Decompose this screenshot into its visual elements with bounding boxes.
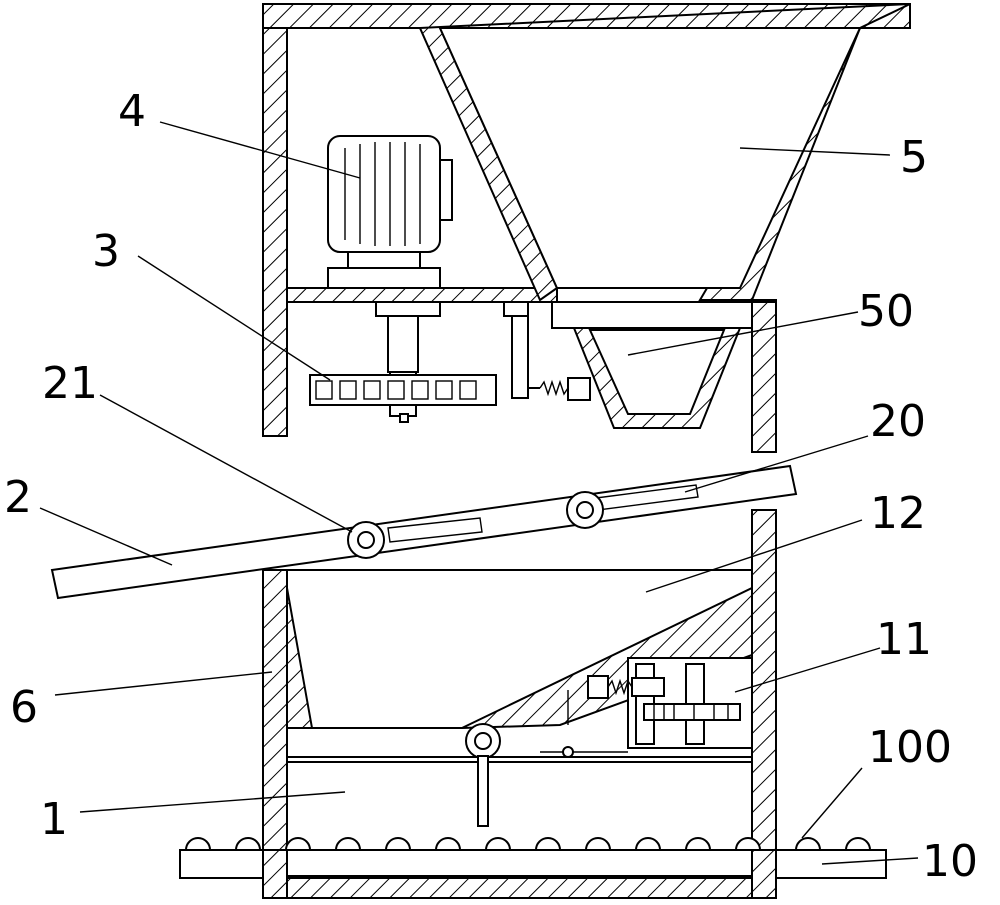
label-gear-rack: 3	[92, 226, 120, 277]
label-motor: 4	[118, 86, 146, 137]
label-slot: 20	[870, 396, 926, 447]
label-conveyor: 10	[922, 836, 978, 887]
label-roller-axis: 21	[42, 358, 98, 409]
lower-housing	[262, 509, 777, 899]
reference-labels: 4 5 3 50 21 20 2 12 11 6 1 100 10	[4, 86, 978, 887]
label-inclined-plate: 2	[4, 472, 32, 523]
gear-rack	[309, 301, 591, 423]
label-frame-wall: 6	[10, 682, 38, 733]
label-rollers: 100	[868, 722, 952, 773]
label-base-box: 1	[40, 794, 68, 845]
label-hopper: 5	[900, 132, 928, 183]
motor	[327, 135, 453, 289]
label-drive-gear: 11	[876, 614, 932, 665]
inclined-plate	[50, 464, 798, 600]
leader-lines	[39, 121, 919, 865]
discharge-funnel	[551, 301, 753, 429]
hopper	[418, 3, 911, 302]
label-chamber: 12	[870, 488, 926, 539]
conveyor	[179, 837, 887, 899]
label-discharge-funnel: 50	[858, 286, 914, 337]
